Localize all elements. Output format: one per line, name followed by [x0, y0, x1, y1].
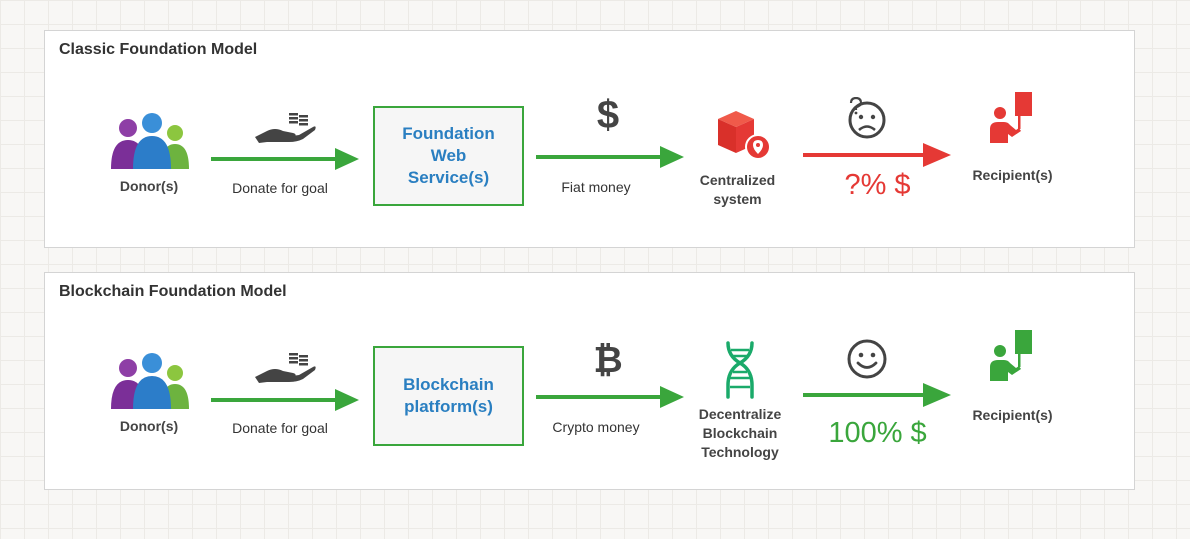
dna-icon	[723, 341, 757, 399]
box-label: Blockchain platform(s)	[403, 375, 494, 416]
hand-coins-icon	[253, 351, 317, 383]
smiley-face-icon	[845, 337, 889, 381]
donor-label: Donor(s)	[119, 418, 179, 434]
recipient-share: ?% $	[844, 169, 911, 201]
flow-arrow	[803, 382, 953, 408]
flow-arrow	[536, 145, 686, 169]
confused-face-icon	[845, 97, 889, 141]
system-label: Centralized system	[699, 172, 776, 207]
donate-label: Donate for goal	[232, 420, 328, 436]
users-icon	[109, 113, 189, 169]
box-location-icon	[716, 109, 774, 161]
recipient-label: Recipient(s)	[972, 407, 1053, 423]
flow-arrow	[536, 385, 686, 409]
recipient-icon	[988, 91, 1036, 147]
recipient-share: 100% $	[828, 417, 927, 449]
classic-model-panel: Classic Foundation Model Donor(s) Donate…	[44, 30, 1135, 248]
panel-title: Blockchain Foundation Model	[59, 283, 287, 300]
blockchain-model-panel: Blockchain Foundation Model Donor(s) Don…	[44, 272, 1135, 490]
donor-label: Donor(s)	[119, 178, 179, 194]
flow-arrow	[211, 388, 361, 412]
recipient-icon	[988, 329, 1036, 385]
hand-coins-icon	[253, 111, 317, 143]
dollar-icon: $	[596, 93, 620, 137]
flow-arrow-red	[803, 142, 953, 168]
box-label: Foundation Web Service(s)	[402, 124, 495, 187]
donate-label: Donate for goal	[232, 180, 328, 196]
panel-title: Classic Foundation Model	[59, 41, 258, 58]
users-icon	[109, 353, 189, 409]
blockchain-platform-box: Blockchain platform(s)	[373, 346, 524, 446]
money-label: Fiat money	[561, 179, 631, 195]
flow-arrow	[211, 147, 361, 171]
bitcoin-icon: ₿	[593, 339, 623, 380]
money-label: Crypto money	[552, 419, 640, 435]
foundation-service-box: Foundation Web Service(s)	[373, 106, 524, 206]
recipient-label: Recipient(s)	[972, 167, 1053, 183]
tech-label: Decentralize Blockchain Technology	[698, 406, 782, 460]
